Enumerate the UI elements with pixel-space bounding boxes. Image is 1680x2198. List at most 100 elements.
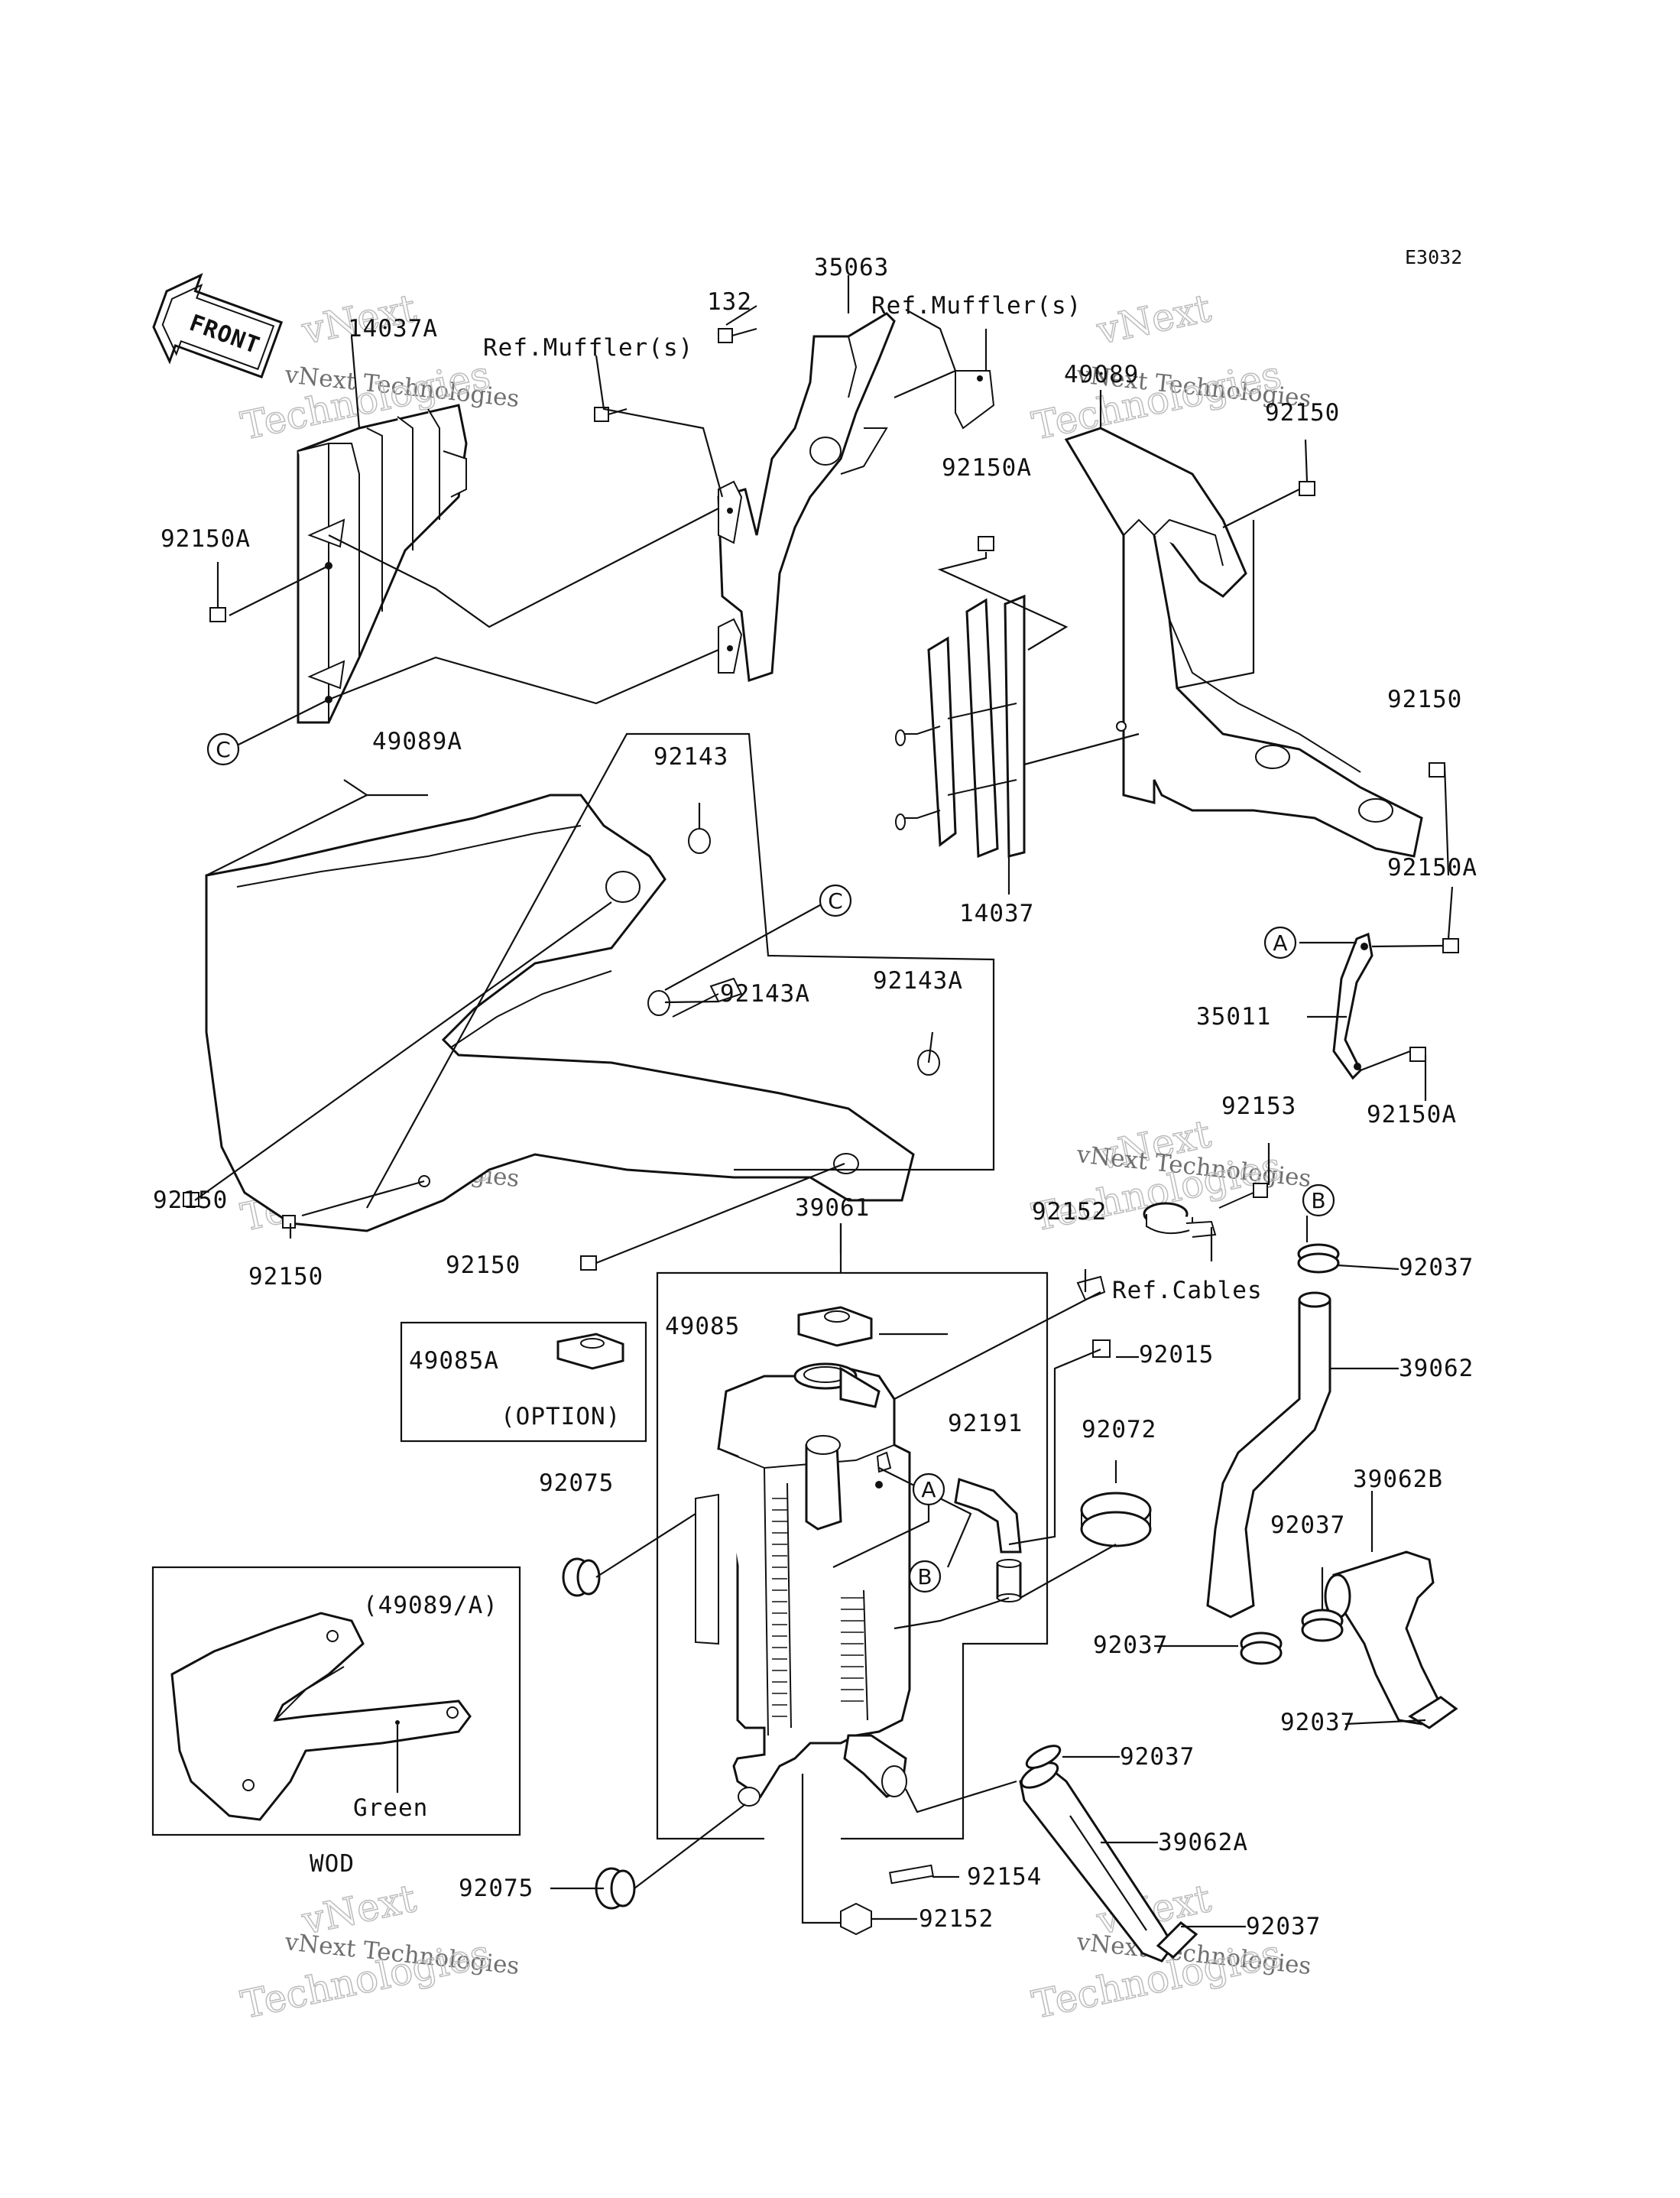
hose-92191 bbox=[954, 1478, 1022, 1602]
inset-box-49089A bbox=[151, 1566, 521, 1836]
nut-icon-92150-right bbox=[1429, 762, 1445, 778]
label-92154: 92154 bbox=[967, 1863, 1042, 1891]
cap-49085A bbox=[556, 1333, 624, 1370]
cable-bracket bbox=[1143, 1183, 1268, 1238]
label-92152-top: 92152 bbox=[1032, 1198, 1107, 1226]
label-inset-title: (49089/A) bbox=[363, 1592, 498, 1619]
clamp-92072 bbox=[1080, 1492, 1152, 1547]
label-92072: 92072 bbox=[1082, 1416, 1156, 1443]
label-green: Green bbox=[353, 1794, 428, 1822]
label-49085A: 49085A bbox=[409, 1347, 499, 1375]
label-92150-right: 92150 bbox=[1387, 686, 1462, 713]
bolt-icon-92150-left1 bbox=[183, 1192, 199, 1207]
label-49089A: 49089A bbox=[372, 728, 462, 755]
label-92143: 92143 bbox=[654, 743, 728, 771]
label-ref-cables: Ref.Cables bbox=[1112, 1277, 1263, 1304]
radiator-bracket-35063 bbox=[717, 312, 896, 683]
label-92037-left: 92037 bbox=[1093, 1631, 1168, 1659]
svg-text:A: A bbox=[921, 1477, 936, 1502]
svg-text:vNext: vNext bbox=[1092, 286, 1215, 353]
bolt-icon-92152-bottom bbox=[840, 1902, 872, 1936]
left-shroud-14037A bbox=[297, 404, 468, 724]
label-39062: 39062 bbox=[1399, 1355, 1474, 1382]
grommet-92075-bottom bbox=[595, 1867, 636, 1910]
svg-text:C: C bbox=[828, 888, 843, 914]
label-49089: 49089 bbox=[1064, 361, 1139, 388]
hose-39062B bbox=[1324, 1550, 1447, 1726]
muffler-bracket-right bbox=[955, 370, 995, 430]
callout-b-radiator: B bbox=[908, 1560, 942, 1593]
label-92153: 92153 bbox=[1221, 1093, 1296, 1120]
label-35063: 35063 bbox=[814, 254, 889, 281]
label-92150-left1: 92150 bbox=[153, 1187, 228, 1214]
label-39061: 39061 bbox=[795, 1194, 870, 1222]
svg-text:C: C bbox=[216, 737, 231, 762]
option-box bbox=[400, 1321, 647, 1443]
clamp-92037-lowright bbox=[1156, 1921, 1198, 1959]
label-92075-bottom: 92075 bbox=[459, 1875, 534, 1902]
label-39062B: 39062B bbox=[1353, 1466, 1443, 1493]
grommet-92075-top bbox=[562, 1557, 601, 1597]
svg-text:A: A bbox=[1273, 930, 1287, 956]
label-92075-top: 92075 bbox=[539, 1469, 614, 1497]
lower-shroud-49089A bbox=[205, 794, 915, 1232]
label-92150-bottom: 92150 bbox=[446, 1252, 521, 1279]
label-49085: 49085 bbox=[665, 1313, 740, 1340]
svg-text:B: B bbox=[1311, 1188, 1325, 1213]
label-ref-muffler-right: Ref.Muffler(s) bbox=[871, 292, 1082, 320]
label-39062A: 39062A bbox=[1158, 1829, 1248, 1856]
radiator-39061 bbox=[695, 1362, 911, 1807]
callout-c-middle: C bbox=[819, 884, 852, 917]
nut-icon-92150A-lower bbox=[1409, 1047, 1426, 1062]
clamp-92037-mid bbox=[1301, 1609, 1344, 1642]
label-92150A-left: 92150A bbox=[161, 525, 251, 553]
leader-lines bbox=[194, 275, 1454, 1931]
hose-39062 bbox=[1206, 1291, 1331, 1618]
nut-icon-92150-top bbox=[1299, 481, 1315, 496]
label-35011: 35011 bbox=[1196, 1003, 1271, 1031]
cap-49085 bbox=[797, 1306, 873, 1347]
label-92150A-right: 92150A bbox=[1387, 854, 1477, 881]
nut-icon-92143 bbox=[688, 828, 711, 854]
label-92037-lowright: 92037 bbox=[1246, 1913, 1321, 1940]
clamp-92037-left bbox=[1240, 1631, 1283, 1665]
label-92037-b: 92037 bbox=[1399, 1254, 1474, 1281]
right-shroud-49089 bbox=[1064, 427, 1423, 858]
label-92150A-lower: 92150A bbox=[1367, 1101, 1457, 1128]
callout-c-top: C bbox=[206, 732, 240, 766]
label-92150-top: 92150 bbox=[1265, 399, 1340, 427]
label-92143A-2: 92143A bbox=[873, 967, 963, 995]
radiator-guard-14037 bbox=[895, 594, 1026, 859]
nut-icon-92150A-left bbox=[209, 607, 226, 622]
bracket-35011 bbox=[1332, 932, 1374, 1080]
label-92037-mid: 92037 bbox=[1270, 1511, 1345, 1539]
svg-text:B: B bbox=[917, 1564, 932, 1589]
label-ref-muffler-left: Ref.Muffler(s) bbox=[483, 334, 693, 362]
label-132: 132 bbox=[707, 288, 752, 316]
label-14037A: 14037A bbox=[348, 315, 438, 343]
label-92037-bottom: 92037 bbox=[1120, 1743, 1195, 1771]
label-92150A-center: 92150A bbox=[942, 454, 1032, 482]
diagram-code: E3032 bbox=[1405, 246, 1462, 268]
clamp-92037-bottom bbox=[1025, 1745, 1062, 1769]
bolt-icon-92154 bbox=[889, 1864, 934, 1885]
label-92150-left2: 92150 bbox=[248, 1263, 323, 1291]
callout-b-clamp: B bbox=[1302, 1183, 1335, 1217]
label-option: (OPTION) bbox=[501, 1403, 621, 1430]
label-92015: 92015 bbox=[1139, 1341, 1214, 1368]
nut-icon-92150A-right bbox=[1442, 938, 1459, 953]
part-labels: 14037A Ref.Muffler(s) 132 35063 Ref.Muff… bbox=[153, 254, 1477, 1940]
callout-a-bracket: A bbox=[1263, 926, 1297, 959]
label-92152-bottom: 92152 bbox=[919, 1905, 994, 1933]
nut-icon-92150A-center bbox=[978, 536, 994, 551]
callout-a-radiator: A bbox=[912, 1472, 945, 1506]
bolt-icon-92150-bottom bbox=[580, 1255, 597, 1271]
label-14037: 14037 bbox=[959, 900, 1034, 927]
clamp-92037-b bbox=[1297, 1243, 1340, 1274]
label-wod: WOD bbox=[310, 1850, 355, 1878]
label-92037-right: 92037 bbox=[1280, 1709, 1355, 1736]
nut-icon-92015 bbox=[1092, 1339, 1111, 1358]
front-arrow-icon: FRONT bbox=[152, 273, 284, 378]
bolt-icon-132 bbox=[718, 327, 757, 343]
